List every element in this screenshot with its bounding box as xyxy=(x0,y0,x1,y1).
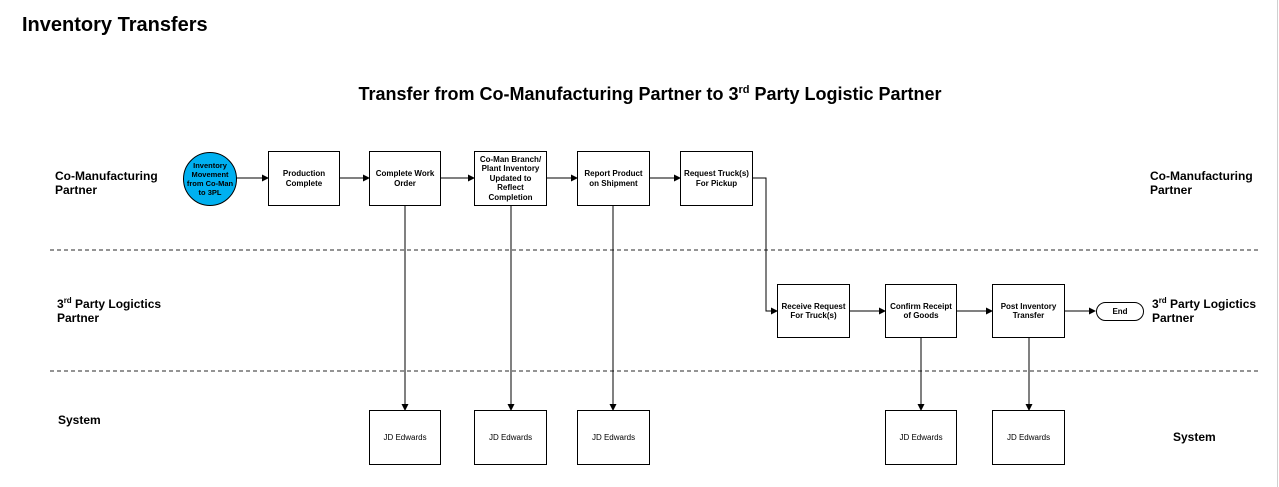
lane-3pl-pre-r: 3 xyxy=(1152,297,1159,311)
lane-label-system-left: System xyxy=(58,413,101,427)
jde-box-post: JD Edwards xyxy=(992,410,1065,465)
node-complete-work-order: Complete Work Order xyxy=(369,151,441,206)
node-post-inventory: Post Inventory Transfer xyxy=(992,284,1065,338)
lane-label-system-right: System xyxy=(1173,430,1216,444)
node-report-product: Report Product on Shipment xyxy=(577,151,650,206)
diagram-title-post: Party Logistic Partner xyxy=(749,84,942,104)
page-right-border xyxy=(1277,0,1278,487)
lane-label-3pl-left: 3rd Party Logictics Partner xyxy=(57,294,177,325)
jde-box-report: JD Edwards xyxy=(577,410,650,465)
lane-3pl-post: Party Logictics Partner xyxy=(57,297,162,325)
end-node: End xyxy=(1096,302,1144,321)
lane-label-co-man-right: Co-Manufacturing Partner xyxy=(1150,169,1253,197)
jde-box-branch: JD Edwards xyxy=(474,410,547,465)
node-request-trucks: Request Truck(s) For Pickup xyxy=(680,151,753,206)
lane-3pl-sup: rd xyxy=(63,296,72,305)
lane-label-co-man-left: Co-Manufacturing Partner xyxy=(55,169,158,197)
lane-3pl-sup-r: rd xyxy=(1158,296,1167,305)
jde-box-work-order: JD Edwards xyxy=(369,410,441,465)
lane-3pl-post-r: Party Logictics Partner xyxy=(1152,297,1257,325)
diagram-title-pre: Transfer from Co-Manufacturing Partner t… xyxy=(358,84,739,104)
start-node: Inventory Movement from Co-Man to 3PL xyxy=(183,152,237,206)
arrow-request-receive xyxy=(753,177,778,315)
page-title: Inventory Transfers xyxy=(22,14,208,36)
lane-3pl-pre: 3 xyxy=(57,297,64,311)
node-production-complete: Production Complete xyxy=(268,151,340,206)
jde-box-confirm: JD Edwards xyxy=(885,410,957,465)
diagram-title: Transfer from Co-Manufacturing Partner t… xyxy=(0,84,1279,105)
node-receive-request: Receive Request For Truck(s) xyxy=(777,284,850,338)
diagram-title-sup: rd xyxy=(738,84,750,96)
node-confirm-receipt: Confirm Receipt of Goods xyxy=(885,284,957,338)
node-co-man-branch: Co-Man Branch/ Plant Inventory Updated t… xyxy=(474,151,547,206)
lane-label-3pl-right: 3rd Party Logictics Partner xyxy=(1152,294,1272,325)
